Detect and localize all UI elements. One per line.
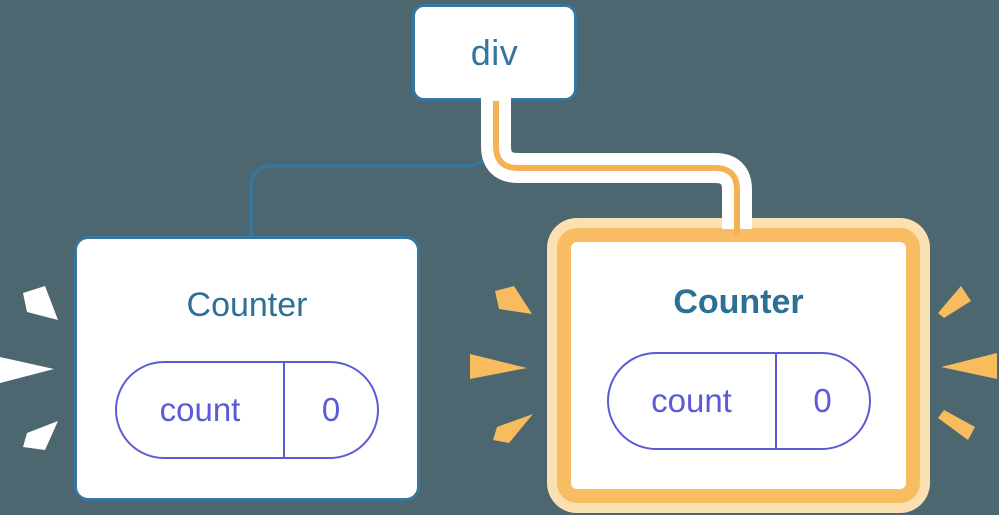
spark-burst-icon-right-card-left [470,286,533,443]
spark-burst-icon-right-card-right [938,286,997,440]
state-key-left: count [159,391,241,428]
counter-title-left: Counter [186,286,308,324]
state-pill-left: count 0 [115,361,379,459]
state-value-left: 0 [321,391,341,428]
counter-title-right: Counter [673,283,804,321]
state-value-right: 0 [813,382,832,419]
edge-halo-div-to-right-counter [481,88,752,229]
edge-div-to-right-counter [493,101,740,235]
counter-card-right: Counter count 0 [557,228,920,503]
state-pill-right: count 0 [606,352,871,450]
counter-card-left: Counter count 0 [74,236,420,501]
root-div-node: div [412,4,577,101]
edge-div-to-left-counter [249,99,489,238]
pill-divider-right [774,354,777,448]
root-node-label: div [470,31,519,73]
pill-divider-left [283,363,285,457]
counter-card-right-highlight-ring: Counter count 0 [547,218,930,513]
state-key-right: count [651,382,732,419]
spark-burst-icon-left-card [0,286,58,450]
